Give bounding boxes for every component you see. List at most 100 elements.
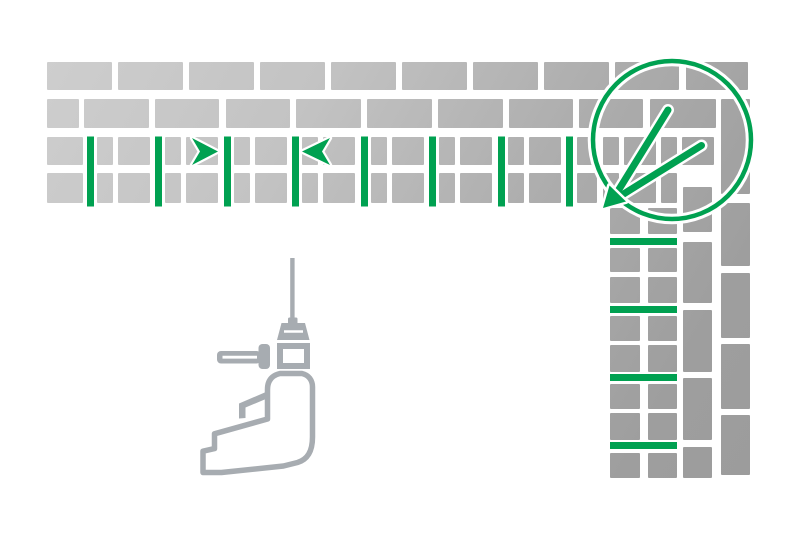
brick	[439, 137, 455, 165]
brick	[648, 384, 677, 409]
brick	[47, 62, 112, 90]
brick	[509, 99, 573, 128]
vertical-joint-marks	[87, 136, 573, 207]
brick	[473, 62, 538, 90]
brick	[721, 415, 750, 475]
brick	[529, 173, 561, 203]
pointer-line	[618, 142, 705, 199]
joint-mark-line	[155, 136, 162, 207]
brick	[97, 137, 113, 165]
spacing-direction-arrows	[189, 135, 333, 168]
joint-mark-line	[498, 136, 505, 207]
drill-gearbox	[277, 343, 310, 369]
brick	[610, 248, 640, 272]
brick	[47, 99, 79, 128]
brick	[118, 173, 150, 203]
horizontal-joint-marks	[610, 238, 677, 449]
brick	[118, 137, 150, 165]
brick	[508, 137, 524, 165]
vertical-wall-band	[610, 99, 750, 478]
brick	[118, 62, 183, 90]
brick	[683, 242, 712, 303]
brick	[331, 62, 396, 90]
brick	[371, 137, 387, 165]
spacing-arrow-right-icon	[189, 135, 221, 168]
brick	[683, 447, 712, 478]
brick	[296, 99, 361, 128]
brick	[648, 316, 677, 341]
highlight-circle	[590, 58, 754, 222]
drill-trigger	[239, 391, 267, 419]
drill-bit	[290, 258, 295, 319]
brick	[255, 137, 287, 165]
drill-bit-collar	[288, 317, 298, 324]
brick	[544, 62, 609, 90]
brick	[610, 345, 640, 372]
brick	[648, 345, 677, 372]
brick	[226, 99, 290, 128]
brick	[460, 173, 492, 203]
brick	[603, 137, 619, 165]
drill-body	[200, 370, 316, 476]
joint-mark-line	[429, 136, 436, 207]
brick	[371, 173, 387, 203]
brick	[610, 413, 640, 440]
brick	[460, 137, 492, 165]
brick	[648, 248, 677, 272]
joint-mark-line	[292, 136, 299, 207]
brick	[323, 173, 355, 203]
brick	[439, 173, 455, 203]
brick	[648, 277, 677, 303]
joint-mark-line	[610, 374, 677, 381]
brick	[579, 99, 643, 128]
brick	[721, 203, 750, 266]
brick	[438, 99, 503, 128]
brick	[683, 310, 712, 372]
brick	[189, 62, 254, 90]
brick	[610, 384, 640, 409]
brick	[661, 173, 677, 203]
joint-mark-line	[87, 136, 94, 207]
brick	[392, 137, 424, 165]
brick	[577, 173, 597, 203]
brick	[323, 137, 355, 165]
brick	[165, 137, 181, 165]
joint-mark-line	[610, 238, 677, 245]
joint-mark-line	[361, 136, 368, 207]
brick	[392, 173, 424, 203]
spacing-arrow-left-icon	[299, 135, 333, 168]
pointer-line	[614, 106, 672, 195]
brick	[234, 137, 250, 165]
brick	[610, 208, 640, 234]
joint-mark-line	[566, 136, 573, 207]
brick	[165, 173, 181, 203]
brick	[367, 99, 432, 128]
joint-mark-line	[610, 442, 677, 449]
brick	[255, 173, 287, 203]
brick	[529, 137, 561, 165]
brick	[47, 137, 83, 165]
brick	[648, 413, 677, 440]
brick	[260, 62, 325, 90]
brick	[84, 99, 149, 128]
corner-pointer-arrowhead-icon	[600, 183, 629, 211]
brick	[610, 453, 640, 478]
brick	[47, 173, 83, 203]
drill-icon	[200, 258, 316, 476]
brick	[302, 173, 318, 203]
brick	[610, 316, 640, 341]
brick	[508, 173, 524, 203]
brick	[234, 173, 250, 203]
drill-side-handle-clamp	[258, 344, 270, 369]
brick	[721, 273, 750, 338]
brick	[610, 277, 640, 303]
brick	[402, 62, 467, 90]
brick	[97, 173, 113, 203]
brick	[155, 99, 219, 128]
brick	[648, 453, 677, 478]
brick	[186, 173, 218, 203]
joint-mark-line	[610, 306, 677, 313]
joint-mark-line	[224, 136, 231, 207]
